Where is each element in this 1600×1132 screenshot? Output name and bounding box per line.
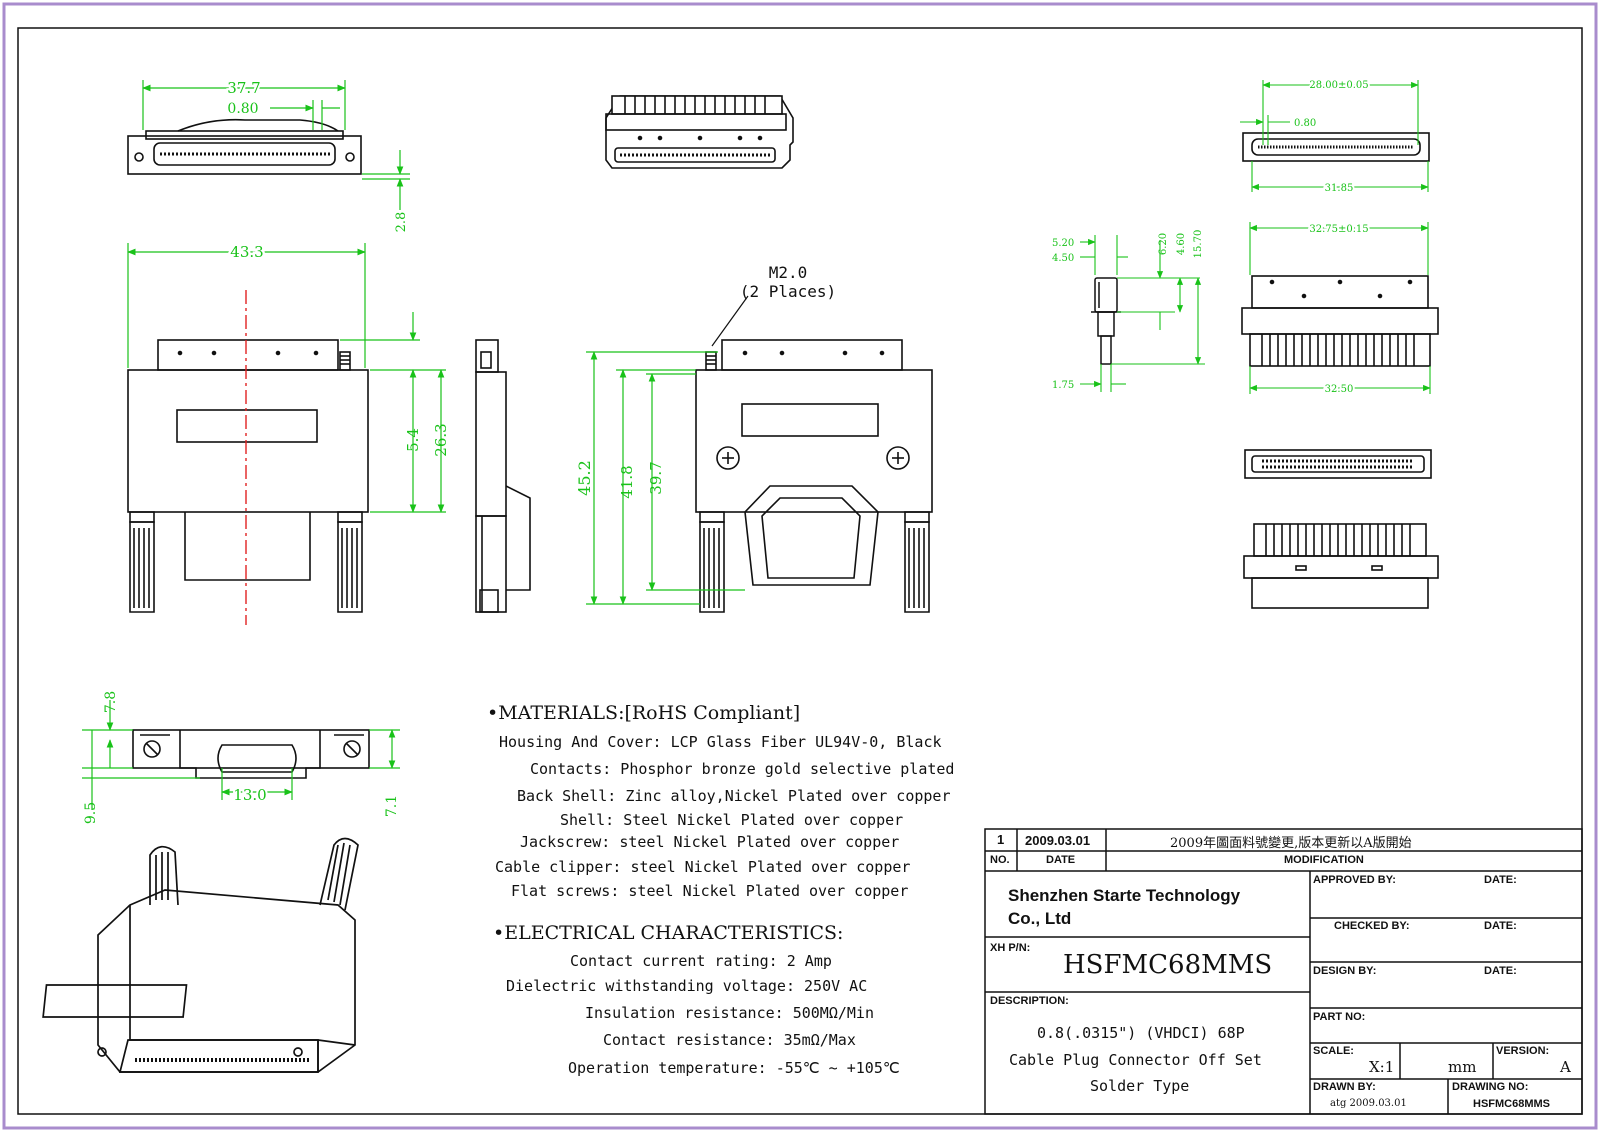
drawing-no-value: HSFMC68MMS <box>1473 1098 1551 1110</box>
dim-right-h1: 45.2 <box>575 460 594 496</box>
top-view <box>127 118 362 175</box>
right-front-dims <box>586 351 745 605</box>
dim-detail-front-w: 32.75±0.15 <box>1309 224 1368 235</box>
electrical-line-contact-resistance: Contact resistance: 35mΩ/Max <box>603 1031 856 1049</box>
pin-detail-dims <box>1080 235 1205 392</box>
dim-top-height: 2.8 <box>394 212 409 233</box>
dim-detail-front-w2: 32.50 <box>1325 384 1354 395</box>
top-view-dims <box>142 80 410 210</box>
design-by-label: DESIGN BY: <box>1313 965 1377 977</box>
materials-line-flat-screws: Flat screws: steel Nickel Plated over co… <box>511 882 909 900</box>
dim-pin-d: 6.20 <box>1158 233 1169 255</box>
detail-back-view <box>1243 523 1439 609</box>
design-date-label: DATE: <box>1484 965 1517 977</box>
dim-bottom-h2: 9.5 <box>83 802 99 824</box>
electrical-line-current: Contact current rating: 2 Amp <box>570 952 832 970</box>
dim-bottom-h3: 7.1 <box>384 795 400 817</box>
dim-detail-top-pitch: 0.80 <box>1294 118 1316 129</box>
materials-line-contacts: Contacts: Phosphor bronze gold selective… <box>530 760 955 778</box>
front-view <box>127 339 369 613</box>
dim-detail-top-w: 28.00±0.05 <box>1309 80 1368 91</box>
electrical-heading: •ELECTRICAL CHARACTERISTICS: <box>493 922 844 944</box>
bottom-view <box>132 729 370 779</box>
drawn-by-value: atg 2009.03.01 <box>1330 1098 1407 1109</box>
dim-front-width: 43.3 <box>230 243 263 261</box>
dim-pin-f: 15.70 <box>1193 230 1204 259</box>
description-line2: Cable Plug Connector Off Set <box>1009 1051 1262 1069</box>
materials-line-cable-clipper: Cable clipper: steel Nickel Plated over … <box>495 858 911 876</box>
materials-line-jackscrew: Jackscrew: steel Nickel Plated over copp… <box>520 833 900 851</box>
part-number-label: XH P/N: <box>990 942 1031 954</box>
checked-by-label: CHECKED BY: <box>1334 920 1410 932</box>
approved-date-label: DATE: <box>1484 874 1517 886</box>
screw-note-line1: M2.0 <box>769 263 808 282</box>
materials-line-housing: Housing And Cover: LCP Glass Fiber UL94V… <box>499 733 942 751</box>
isometric-view <box>42 837 359 1073</box>
perspective-top-view <box>605 95 794 169</box>
approved-by-label: APPROVED BY: <box>1313 874 1396 886</box>
description-line1: 0.8(.0315") (VHDCI) 68P <box>1037 1024 1245 1042</box>
scale-label: SCALE: <box>1313 1045 1354 1057</box>
drawing-no-label: DRAWING NO: <box>1452 1081 1529 1093</box>
dim-bottom-w: 13.0 <box>233 786 266 804</box>
hdr-modification: MODIFICATION <box>1284 854 1364 866</box>
dim-pin-c: 1.75 <box>1052 380 1074 391</box>
dim-bottom-h1: 7.8 <box>103 691 119 713</box>
detail-front-dims <box>1249 222 1431 394</box>
electrical-line-temperature: Operation temperature: -55℃ ~ +105℃ <box>568 1059 900 1077</box>
company-name-line2: Co., Ltd <box>1008 909 1072 928</box>
dim-pin-b: 4.50 <box>1052 253 1074 264</box>
version-label: VERSION: <box>1496 1045 1550 1057</box>
dim-detail-top-w2: 31.85 <box>1325 183 1354 194</box>
part-no-label: PART NO: <box>1313 1011 1366 1023</box>
materials-heading: •MATERIALS:[RoHS Compliant] <box>487 702 801 724</box>
version-value: A <box>1560 1058 1571 1076</box>
front-view-dims <box>127 243 446 513</box>
rev-no: 1 <box>997 832 1005 847</box>
description-line3: Solder Type <box>1090 1077 1190 1095</box>
detail-top-view <box>1242 132 1430 162</box>
screw-note-line2: (2 Places) <box>740 282 836 301</box>
checked-date-label: DATE: <box>1484 920 1517 932</box>
dim-right-h2: 41.8 <box>618 465 636 498</box>
side-view <box>475 339 531 613</box>
part-number-value: HSFMC68MMS <box>1063 950 1273 980</box>
detail-top-dims <box>1240 80 1429 192</box>
right-front-view <box>695 295 933 613</box>
dim-top-pitch: 0.80 <box>227 101 258 117</box>
scale-value: X:1 <box>1369 1058 1395 1076</box>
dim-front-h1: 5.4 <box>404 428 422 452</box>
pin-detail <box>1091 277 1121 365</box>
dim-top-width: 37.7 <box>227 79 260 97</box>
description-label: DESCRIPTION: <box>990 995 1069 1007</box>
dim-pin-e: 4.60 <box>1176 233 1187 255</box>
sheet-inner-border <box>17 27 1583 1115</box>
title-block-grid <box>984 828 1583 1115</box>
electrical-line-insulation: Insulation resistance: 500MΩ/Min <box>585 1004 874 1022</box>
dim-front-h2: 26.3 <box>432 423 450 456</box>
materials-line-backshell: Back Shell: Zinc alloy,Nickel Plated ove… <box>517 787 951 805</box>
dim-pin-a: 5.20 <box>1052 238 1074 249</box>
rev-date: 2009.03.01 <box>1025 833 1091 848</box>
hdr-no: NO. <box>990 854 1010 866</box>
detail-front-view <box>1241 275 1439 367</box>
unit-value: mm <box>1448 1058 1477 1076</box>
rev-modification: 2009年圖面料號變更,版本更新以A版開始 <box>1170 836 1412 851</box>
dim-right-h3: 39.7 <box>647 461 665 494</box>
company-name-line1: Shenzhen Starte Technology <box>1008 886 1241 905</box>
materials-line-shell: Shell: Steel Nickel Plated over copper <box>560 811 904 829</box>
detail-plug-face <box>1244 449 1432 479</box>
bottom-view-dims <box>82 700 400 810</box>
drawn-by-label: DRAWN BY: <box>1313 1081 1376 1093</box>
electrical-line-dielectric: Dielectric withstanding voltage: 250V AC <box>506 977 868 995</box>
hdr-date: DATE <box>1046 854 1076 866</box>
